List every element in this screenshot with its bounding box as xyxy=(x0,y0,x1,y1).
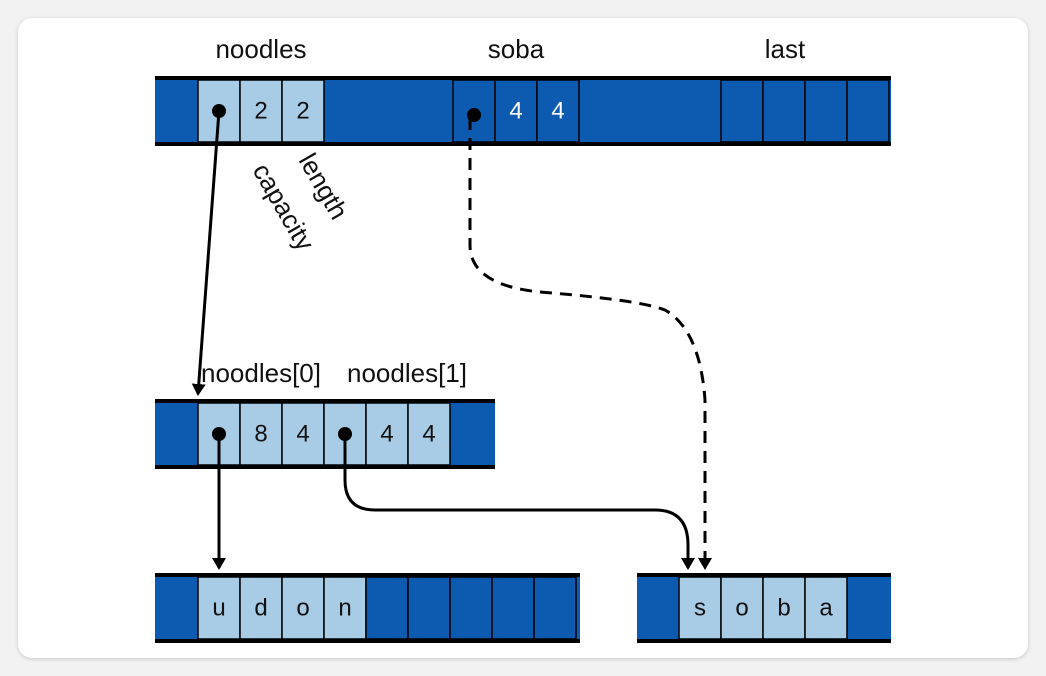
noodles0-label: noodles[0] xyxy=(201,358,321,388)
noodles-capacity-cell xyxy=(239,79,283,143)
noodles-label: noodles xyxy=(215,34,306,64)
last-cell-3 xyxy=(846,79,890,143)
noodles-length-value: 2 xyxy=(296,98,309,125)
udon-char-0: u xyxy=(212,595,225,622)
last-cell-0 xyxy=(720,79,764,143)
noodles1-label: noodles[1] xyxy=(347,358,467,388)
heap-vec-row xyxy=(155,399,495,469)
soba-buffer-row xyxy=(637,573,891,643)
noodles-pointer-arrow xyxy=(191,110,221,396)
n1-length-cell xyxy=(407,402,451,466)
last-cell-1 xyxy=(762,79,806,143)
n1-capacity-cell xyxy=(365,402,409,466)
soba-pointer-dashed-arrow xyxy=(468,118,712,570)
last-cell-2 xyxy=(804,79,848,143)
soba-char-2: b xyxy=(777,595,790,622)
soba-length-value: 4 xyxy=(551,98,564,125)
noodles-capacity-value: 2 xyxy=(254,98,267,125)
soba-capacity-value: 4 xyxy=(509,98,522,125)
udon-buffer-row xyxy=(155,573,580,643)
n0-capacity-cell xyxy=(239,402,283,466)
udon-char-3: n xyxy=(338,595,351,622)
n1-pointer-arrow xyxy=(343,434,695,570)
stack-frame-row xyxy=(155,76,891,146)
n0-length-value: 4 xyxy=(296,421,309,448)
soba-char-1: o xyxy=(735,595,748,622)
soba-char-0: s xyxy=(694,595,706,622)
n0-capacity-value: 8 xyxy=(254,421,267,448)
soba-char-3: a xyxy=(819,595,833,622)
last-label: last xyxy=(765,34,806,64)
soba-length-cell xyxy=(536,79,580,143)
n1-capacity-value: 4 xyxy=(380,421,393,448)
n1-length-value: 4 xyxy=(422,421,435,448)
soba-label: soba xyxy=(488,34,545,64)
udon-char-1: d xyxy=(254,595,267,622)
noodles-length-cell xyxy=(281,79,325,143)
udon-char-2: o xyxy=(296,595,309,622)
